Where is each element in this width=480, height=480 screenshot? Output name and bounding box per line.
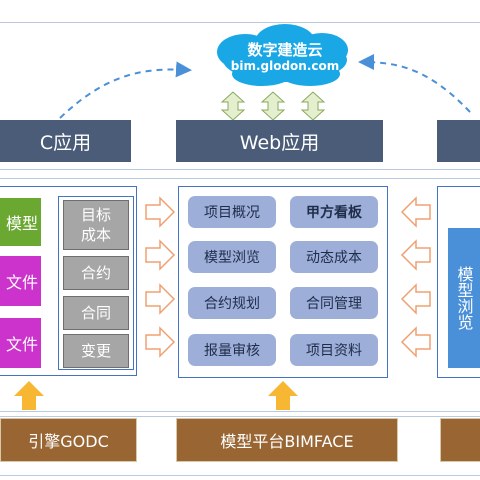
module-project-overview: 项目概况: [188, 196, 276, 228]
mobile-app-bar: [437, 120, 480, 162]
web-app-bar: Web应用: [176, 120, 383, 162]
cost-item-contract: 合同: [63, 296, 129, 330]
engine-bar: 引擎GODC: [0, 418, 137, 462]
cloud-tier-frame: [0, 22, 480, 170]
module-project-documents: 项目资料: [290, 334, 378, 366]
left-item-file-1-label: 文件: [5, 273, 38, 292]
module-contract-planning: 合约规划: [188, 287, 276, 319]
bimface-label: 模型平台BIMFACE: [220, 432, 354, 451]
left-item-file-2: 文件: [0, 318, 41, 368]
module-quantity-review: 报量审核: [188, 334, 276, 366]
cost-item-target: 目标 成本: [63, 200, 129, 250]
client-app-bar: C应用: [0, 120, 131, 162]
client-app-label: C应用: [39, 131, 92, 154]
left-dashed-arc: [59, 61, 192, 119]
up-arrow-icon: [14, 381, 298, 410]
bimface-bar: 模型平台BIMFACE: [176, 418, 398, 462]
module-model-browse: 模型浏览: [188, 241, 276, 273]
left-item-model: 模型: [0, 198, 41, 246]
module-contract-management: 合同管理: [290, 287, 378, 319]
cloud-title: 数字建造云: [247, 41, 323, 59]
left-item-model-label: 模型: [5, 214, 38, 233]
right-arrow-icon: [145, 196, 176, 358]
left-arrow-icon: [400, 196, 431, 358]
cloud-shape: [217, 24, 348, 86]
cost-item-change: 变更: [63, 334, 129, 368]
right-platform-bar: [440, 418, 480, 462]
cloud-url: bim.glodon.com: [230, 59, 340, 73]
right-item-model-browse: 模型浏览: [448, 228, 480, 368]
web-app-label: Web应用: [239, 131, 320, 154]
cost-item-contract-plan: 合约: [63, 256, 129, 290]
engine-label: 引擎GODC: [28, 432, 109, 451]
right-dashed-arc: [358, 54, 471, 113]
module-owner-dashboard: 甲方看板: [290, 196, 378, 228]
module-dynamic-cost: 动态成本: [290, 241, 378, 273]
left-item-file-2-label: 文件: [5, 335, 38, 354]
platform-tier-frame: [0, 416, 480, 476]
double-arrow-icon: [220, 91, 326, 121]
cloud-label: 数字建造云 bim.glodon.com: [222, 42, 348, 74]
application-tier-frame: [0, 178, 480, 412]
left-item-file-1: 文件: [0, 256, 41, 306]
